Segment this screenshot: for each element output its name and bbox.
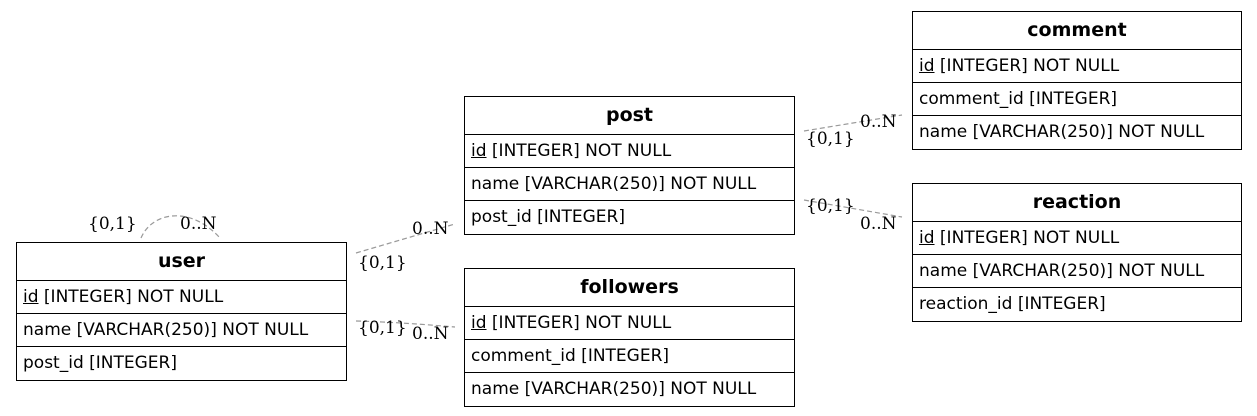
cardinality-label: 0..N: [180, 214, 217, 234]
column-row: comment_id [INTEGER]: [913, 83, 1241, 116]
entity-title: user: [17, 243, 346, 281]
cardinality-label: 0..N: [412, 324, 449, 344]
primary-key: id: [919, 228, 935, 248]
column-row: id [INTEGER] NOT NULL: [465, 135, 794, 168]
entity-title: comment: [913, 12, 1241, 50]
column-row: id [INTEGER] NOT NULL: [913, 222, 1241, 255]
column-row: id [INTEGER] NOT NULL: [913, 50, 1241, 83]
column-row: post_id [INTEGER]: [471, 207, 625, 227]
cardinality-label: 0..N: [412, 219, 449, 239]
entity-comment[interactable]: comment id [INTEGER] NOT NULL comment_id…: [912, 11, 1242, 150]
edge-user-followers: [355, 320, 456, 328]
entity-title: reaction: [913, 184, 1241, 222]
column-row: name [VARCHAR(250)] NOT NULL: [465, 168, 794, 201]
entity-post[interactable]: post id [INTEGER] NOT NULL name [VARCHAR…: [464, 96, 795, 235]
cardinality-label: {0,1}: [806, 129, 855, 149]
cardinality-label: {0,1}: [806, 196, 855, 216]
primary-key: id: [471, 313, 487, 333]
column-row: comment_id [INTEGER]: [465, 340, 794, 373]
entity-title: post: [465, 97, 794, 135]
column-row: name [VARCHAR(250)] NOT NULL: [17, 314, 346, 347]
cardinality-label: 0..N: [860, 214, 897, 234]
edge-user-self: [140, 215, 221, 239]
column-row: post_id [INTEGER]: [23, 353, 177, 373]
primary-key: id: [23, 287, 39, 307]
cardinality-label: 0..N: [860, 112, 897, 132]
edge-post-reaction: [803, 199, 903, 218]
column-row: id [INTEGER] NOT NULL: [465, 307, 794, 340]
primary-key: id: [471, 141, 487, 161]
column-row: id [INTEGER] NOT NULL: [17, 281, 346, 314]
edge-user-post: [355, 223, 456, 254]
cardinality-label: {0,1}: [358, 318, 407, 338]
entity-title: followers: [465, 269, 794, 307]
entity-followers[interactable]: followers id [INTEGER] NOT NULL comment_…: [464, 268, 795, 407]
column-row: name [VARCHAR(250)] NOT NULL: [913, 255, 1241, 288]
column-row: name [VARCHAR(250)] NOT NULL: [919, 122, 1205, 142]
cardinality-label: {0,1}: [88, 214, 137, 234]
entity-reaction[interactable]: reaction id [INTEGER] NOT NULL name [VAR…: [912, 183, 1242, 322]
column-row: name [VARCHAR(250)] NOT NULL: [471, 379, 757, 399]
edge-post-comment: [803, 114, 903, 132]
cardinality-label: {0,1}: [358, 253, 407, 273]
column-row: reaction_id [INTEGER]: [919, 294, 1106, 314]
entity-user[interactable]: user id [INTEGER] NOT NULL name [VARCHAR…: [16, 242, 347, 381]
primary-key: id: [919, 56, 935, 76]
